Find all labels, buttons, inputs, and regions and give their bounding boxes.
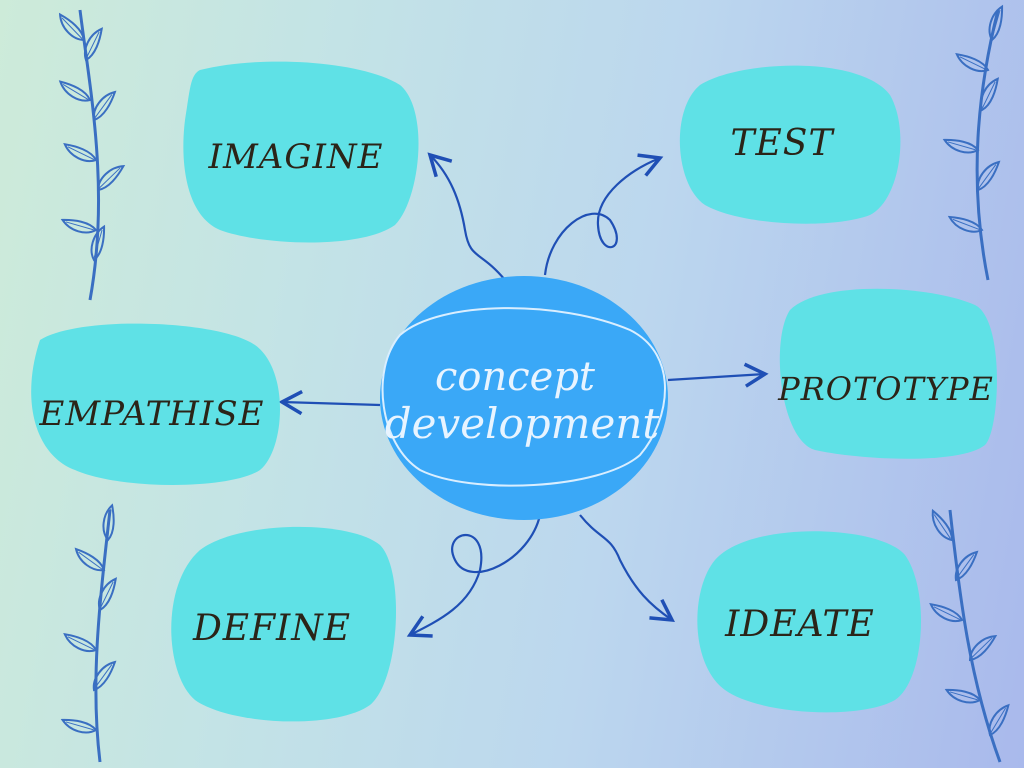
node-label-imagine: IMAGINE: [208, 137, 384, 177]
leaf-branch-icon: [60, 503, 124, 763]
arrow-to-empathise: [278, 390, 381, 416]
center-label-line2: development: [385, 399, 660, 448]
center-node: concept development: [380, 276, 668, 520]
leaf-branch-icon: [56, 8, 130, 301]
node-label-test: TEST: [731, 123, 836, 164]
node-imagine: IMAGINE: [183, 61, 419, 243]
node-label-empathise: EMPATHISE: [39, 394, 265, 434]
center-label-line1: concept: [435, 354, 596, 400]
arrow-to-define: [406, 514, 542, 638]
arrow-to-test: [543, 153, 664, 276]
node-label-prototype: PROTOTYPE: [777, 370, 994, 408]
arrow-to-imagine: [427, 152, 506, 281]
node-prototype: PROTOTYPE: [777, 288, 997, 459]
arrow-to-ideate: [579, 514, 675, 623]
node-empathise: EMPATHISE: [31, 323, 281, 485]
node-test: TEST: [679, 65, 901, 224]
node-label-define: DEFINE: [192, 608, 351, 649]
node-define: DEFINE: [171, 526, 397, 722]
leaf-branch-icon: [928, 506, 1016, 763]
leaf-branch-icon: [942, 4, 1012, 281]
arrow-to-prototype: [667, 362, 769, 388]
arrows: [278, 152, 769, 638]
node-ideate: IDEATE: [697, 531, 922, 713]
node-label-ideate: IDEATE: [724, 604, 875, 645]
